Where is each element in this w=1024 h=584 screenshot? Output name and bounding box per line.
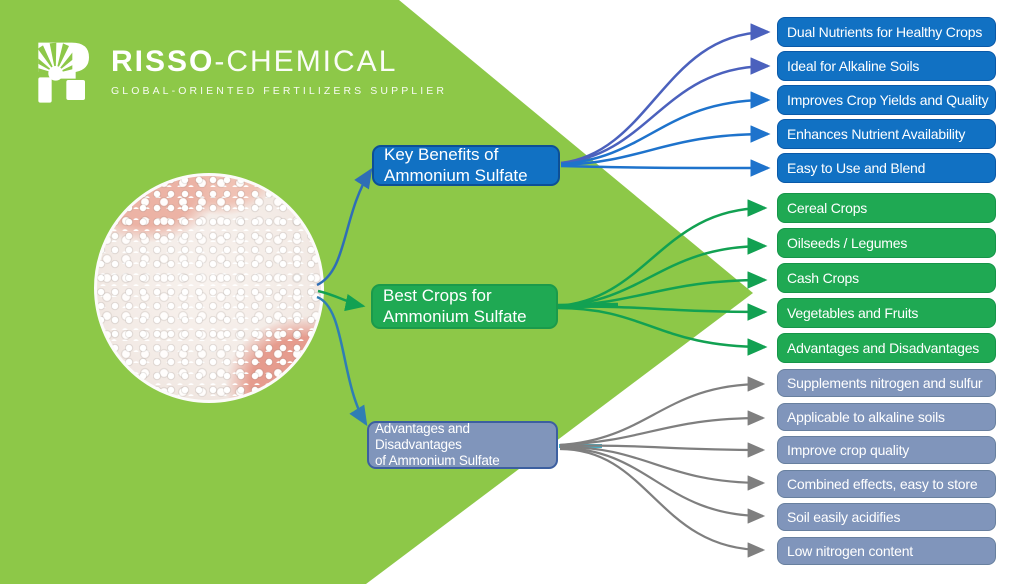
list-item: Improves Crop Yields and Quality xyxy=(777,85,996,115)
list-item: Cereal Crops xyxy=(777,193,996,223)
node-advantages-disadvantages-line1: Advantages and Disadvantages xyxy=(375,421,470,453)
list-item: Cash Crops xyxy=(777,263,996,293)
list-item: Easy to Use and Blend xyxy=(777,153,996,183)
list-item: Advantages and Disadvantages xyxy=(777,333,996,363)
node-key-benefits-line2: Ammonium Sulfate xyxy=(384,165,528,185)
node-best-crops-line2: Ammonium Sulfate xyxy=(383,306,527,326)
list-item: Enhances Nutrient Availability xyxy=(777,119,996,149)
list-item: Supplements nitrogen and sulfur xyxy=(777,369,996,397)
node-advantages-disadvantages: Advantages and Disadvantages of Ammonium… xyxy=(367,421,558,469)
list-item: Vegetables and Fruits xyxy=(777,298,996,328)
list-item: Low nitrogen content xyxy=(777,536,996,565)
list-item: Improve crop quality xyxy=(777,436,996,464)
brand-name-light: -CHEMICAL xyxy=(214,45,398,78)
brand-logo: RISSO-CHEMICAL GLOBAL-ORIENTED FERTILIZE… xyxy=(33,33,447,106)
node-key-benefits: Key Benefits of Ammonium Sulfate xyxy=(372,145,560,186)
node-key-benefits-line1: Key Benefits of xyxy=(384,145,499,165)
node-best-crops-line1: Best Crops for xyxy=(383,286,492,306)
brand-tagline: GLOBAL-ORIENTED FERTILIZERS SUPPLIER xyxy=(111,85,448,97)
list-item: Applicable to alkaline soils xyxy=(777,402,996,431)
list-item: Dual Nutrients for Healthy Crops xyxy=(777,17,996,47)
list-item: Combined effects, easy to store xyxy=(777,469,996,498)
node-best-crops: Best Crops for Ammonium Sulfate xyxy=(371,284,558,329)
granules-in-hand-photo xyxy=(94,173,324,403)
brand-name: RISSO-CHEMICAL xyxy=(111,47,447,77)
brand-text: RISSO-CHEMICAL GLOBAL-ORIENTED FERTILIZE… xyxy=(111,33,448,98)
brand-name-bold: RISSO xyxy=(111,45,215,78)
list-item: Ideal for Alkaline Soils xyxy=(777,51,996,81)
sunburst-r-logo-icon xyxy=(38,42,89,103)
list-item: Oilseeds / Legumes xyxy=(777,228,996,258)
list-item: Soil easily acidifies xyxy=(777,503,996,531)
node-advantages-disadvantages-line2: of Ammonium Sulfate xyxy=(375,452,500,468)
